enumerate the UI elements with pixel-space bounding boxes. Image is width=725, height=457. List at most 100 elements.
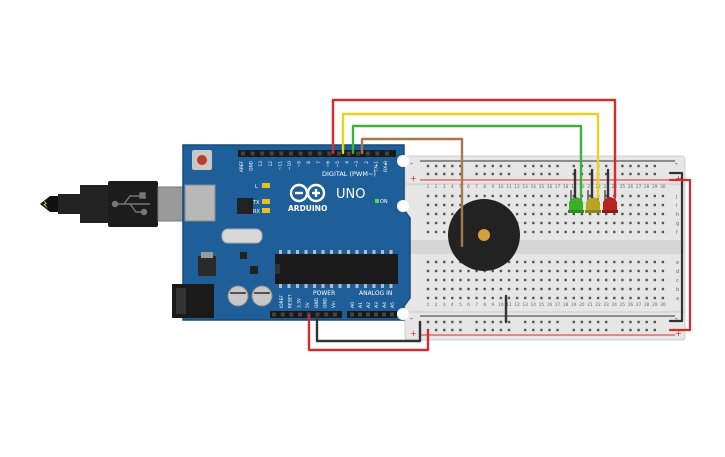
breadboard-hole[interactable]	[426, 278, 430, 282]
rail-hole[interactable]	[605, 164, 608, 168]
breadboard-hole[interactable]	[596, 287, 600, 291]
breadboard-hole[interactable]	[451, 269, 454, 273]
wire-brown-pin4-buzzer[interactable]	[360, 137, 464, 248]
breadboard-hole[interactable]	[467, 296, 470, 300]
rail-hole[interactable]	[443, 172, 446, 176]
breadboard-hole[interactable]	[548, 203, 551, 207]
breadboard-hole[interactable]	[572, 221, 575, 225]
rail-hole[interactable]	[434, 320, 438, 324]
breadboard-hole[interactable]	[515, 212, 519, 216]
breadboard-hole[interactable]	[661, 194, 665, 198]
breadboard-hole[interactable]	[653, 260, 656, 264]
breadboard-hole[interactable]	[443, 203, 446, 207]
breadboard-hole[interactable]	[645, 278, 648, 282]
rail-hole[interactable]	[443, 164, 446, 168]
breadboard-hole[interactable]	[532, 278, 535, 282]
power-pin[interactable]	[324, 312, 329, 317]
breadboard-hole[interactable]	[540, 260, 543, 264]
breadboard-hole[interactable]	[483, 296, 486, 300]
breadboard-hole[interactable]	[426, 269, 430, 273]
breadboard-hole[interactable]	[572, 287, 575, 291]
breadboard-hole[interactable]	[613, 278, 616, 282]
breadboard-hole[interactable]	[467, 278, 470, 282]
breadboard-hole[interactable]	[556, 269, 559, 273]
rail-hole[interactable]	[629, 320, 632, 324]
breadboard-hole[interactable]	[645, 260, 648, 264]
breadboard-hole[interactable]	[637, 287, 640, 291]
rail-hole[interactable]	[588, 328, 592, 332]
digital-pin[interactable]	[346, 151, 351, 156]
digital-pin[interactable]	[356, 151, 361, 156]
breadboard-hole[interactable]	[434, 221, 438, 225]
breadboard-hole[interactable]	[451, 194, 454, 198]
breadboard-hole[interactable]	[661, 269, 665, 273]
breadboard-hole[interactable]	[556, 203, 559, 207]
rail-hole[interactable]	[483, 172, 486, 176]
rail-hole[interactable]	[580, 328, 584, 332]
breadboard-hole[interactable]	[580, 287, 584, 291]
breadboard-hole[interactable]	[475, 296, 478, 300]
breadboard-hole[interactable]	[629, 260, 632, 264]
breadboard-hole[interactable]	[434, 194, 438, 198]
breadboard-hole[interactable]	[661, 296, 665, 300]
breadboard-hole[interactable]	[621, 203, 624, 207]
rail-hole[interactable]	[645, 164, 648, 168]
breadboard-hole[interactable]	[491, 194, 494, 198]
rail-hole[interactable]	[548, 328, 551, 332]
breadboard-hole[interactable]	[605, 269, 608, 273]
breadboard-hole[interactable]	[467, 287, 470, 291]
wire-green-pin5-led[interactable]	[351, 124, 583, 199]
breadboard-hole[interactable]	[613, 269, 616, 273]
breadboard-hole[interactable]	[515, 269, 519, 273]
breadboard-hole[interactable]	[629, 269, 632, 273]
breadboard-hole[interactable]	[564, 278, 567, 282]
breadboard-hole[interactable]	[629, 296, 632, 300]
rail-hole[interactable]	[653, 164, 656, 168]
breadboard-hole[interactable]	[653, 221, 656, 225]
breadboard-hole[interactable]	[580, 269, 584, 273]
breadboard-hole[interactable]	[548, 221, 551, 225]
breadboard-hole[interactable]	[645, 230, 648, 234]
rail-hole[interactable]	[580, 320, 584, 324]
breadboard-hole[interactable]	[556, 212, 559, 216]
breadboard-hole[interactable]	[661, 278, 665, 282]
rail-hole[interactable]	[540, 328, 543, 332]
rail-hole[interactable]	[621, 320, 624, 324]
wire-red-5v-rail[interactable]	[307, 314, 430, 352]
breadboard-hole[interactable]	[564, 296, 567, 300]
breadboard-hole[interactable]	[605, 221, 608, 225]
rail-hole[interactable]	[653, 172, 656, 176]
breadboard-hole[interactable]	[507, 269, 511, 273]
breadboard-hole[interactable]	[459, 287, 462, 291]
breadboard-hole[interactable]	[434, 269, 438, 273]
breadboard-hole[interactable]	[596, 269, 600, 273]
digital-pin[interactable]	[250, 151, 255, 156]
breadboard-hole[interactable]	[443, 260, 446, 264]
rail-hole[interactable]	[475, 320, 478, 324]
breadboard-hole[interactable]	[629, 221, 632, 225]
breadboard-hole[interactable]	[572, 278, 575, 282]
breadboard-hole[interactable]	[524, 194, 527, 198]
breadboard-hole[interactable]	[556, 278, 559, 282]
rail-hole[interactable]	[499, 164, 503, 168]
breadboard-hole[interactable]	[580, 296, 584, 300]
breadboard-hole[interactable]	[580, 221, 584, 225]
breadboard-hole[interactable]	[621, 221, 624, 225]
breadboard-hole[interactable]	[467, 194, 470, 198]
breadboard-hole[interactable]	[637, 278, 640, 282]
breadboard-hole[interactable]	[426, 296, 430, 300]
breadboard-hole[interactable]	[613, 221, 616, 225]
breadboard-hole[interactable]	[645, 221, 648, 225]
rail-hole[interactable]	[475, 164, 478, 168]
breadboard-hole[interactable]	[588, 230, 592, 234]
breadboard-hole[interactable]	[451, 287, 454, 291]
breadboard-hole[interactable]	[475, 287, 478, 291]
breadboard-hole[interactable]	[548, 230, 551, 234]
rail-hole[interactable]	[507, 172, 511, 176]
rail-hole[interactable]	[548, 164, 551, 168]
breadboard-hole[interactable]	[515, 203, 519, 207]
power-pin[interactable]	[280, 312, 285, 317]
analog-pin[interactable]	[358, 312, 362, 317]
breadboard-hole[interactable]	[548, 194, 551, 198]
rail-hole[interactable]	[451, 328, 454, 332]
